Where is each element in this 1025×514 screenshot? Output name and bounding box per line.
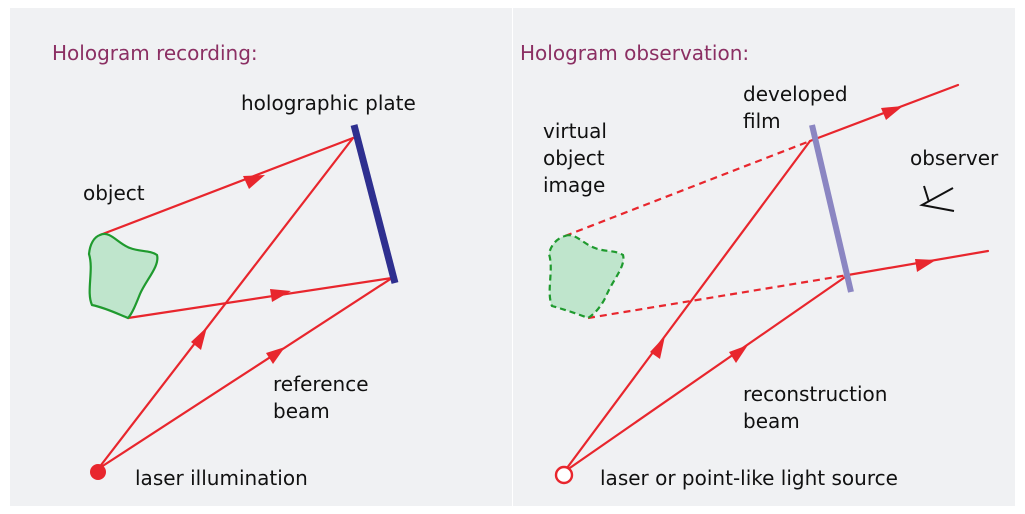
- arrow-head: [729, 345, 748, 363]
- virtual-object-image-label: virtual object image: [543, 119, 607, 197]
- developed-film-label: developed film: [743, 82, 848, 133]
- recording-panel: Hologram recording: holographic plate ob…: [10, 8, 512, 506]
- reference-beam-label: reference beam: [273, 372, 369, 423]
- object-beam-upper: [98, 136, 355, 237]
- virtual-object-shape: [547, 234, 625, 320]
- arrow-head: [266, 347, 285, 364]
- point-source-circle: [554, 465, 574, 485]
- reconstruction-beam-label: reconstruction beam: [743, 382, 888, 433]
- reference-beam-2: [96, 276, 394, 471]
- reconstruction-beam-2: [562, 273, 850, 474]
- light-source-label: laser or point-like light source: [600, 466, 898, 490]
- laser-source-dot: [90, 464, 106, 480]
- object-label: object: [83, 181, 145, 205]
- observer-label: observer: [910, 146, 999, 170]
- observation-title: Hologram observation:: [520, 41, 750, 65]
- object-shape: [87, 232, 159, 320]
- developed-film: [809, 124, 854, 293]
- observation-diagram: [547, 83, 990, 485]
- recording-title: Hologram recording:: [52, 41, 258, 65]
- laser-illumination-label: laser illumination: [135, 466, 308, 490]
- virtual-ray-upper: [564, 139, 811, 238]
- arrow-head: [243, 175, 265, 189]
- reconstruction-beam-1: [562, 139, 812, 474]
- holographic-plate: [350, 124, 399, 284]
- recording-diagram: [87, 124, 399, 480]
- holographic-plate-label: holographic plate: [241, 91, 416, 115]
- observer-eye-icon: [919, 185, 955, 212]
- arrow-head: [191, 327, 207, 350]
- arrow-head: [881, 106, 903, 120]
- object-beam-lower: [126, 276, 394, 320]
- observation-panel: Hologram observation: developed film vir…: [513, 8, 1015, 506]
- arrow-head: [915, 259, 936, 272]
- arrow-head: [270, 289, 291, 302]
- virtual-ray-lower: [587, 273, 849, 320]
- arrow-head: [650, 336, 665, 359]
- reference-beam-1: [96, 136, 355, 471]
